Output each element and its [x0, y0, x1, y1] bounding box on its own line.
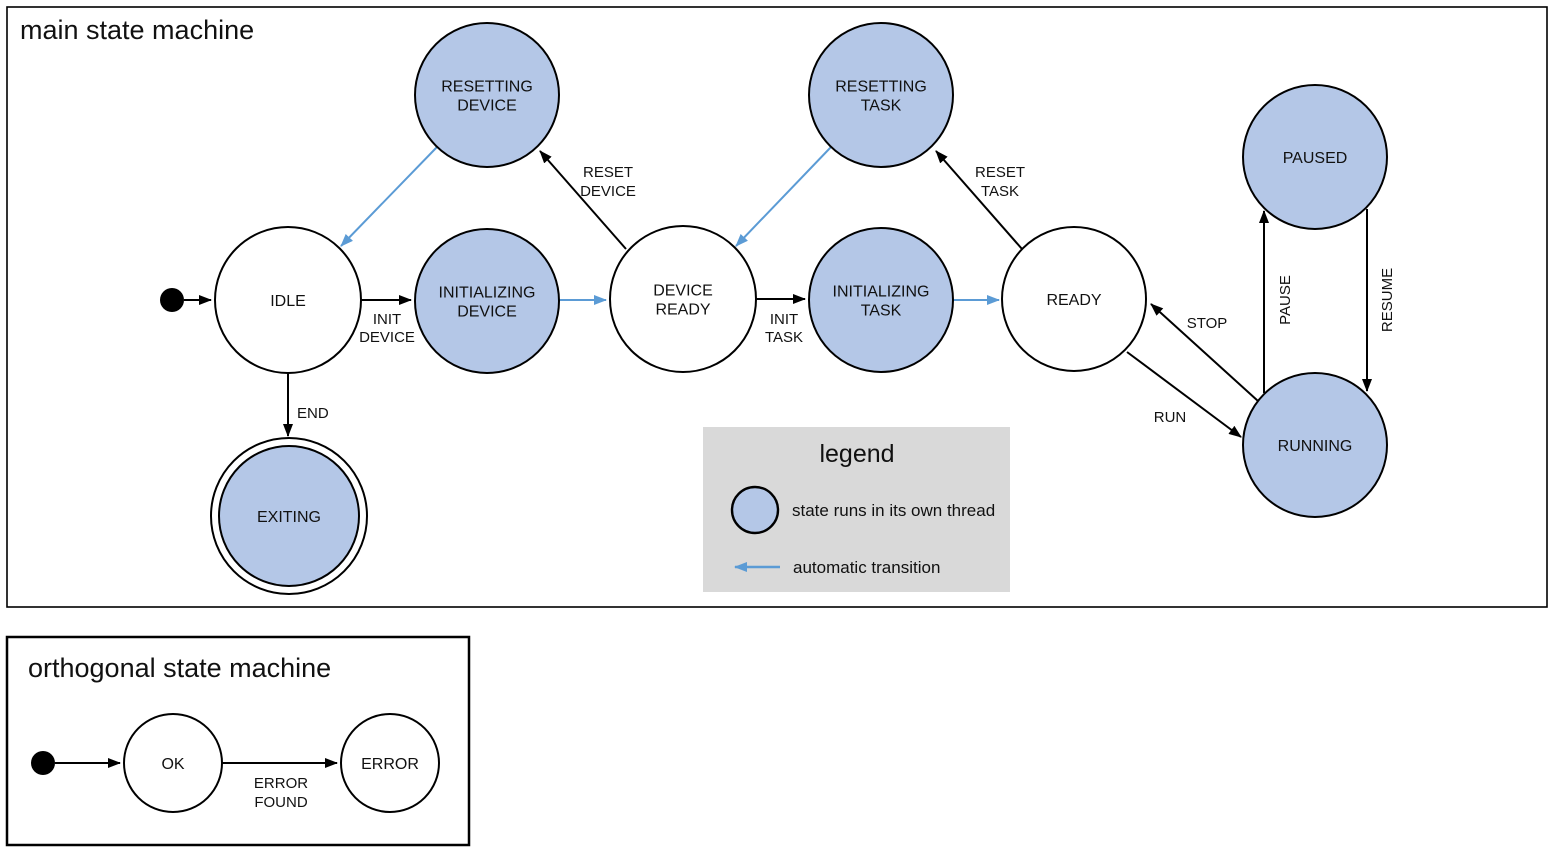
orthogonal-initial-state-dot	[31, 751, 55, 775]
state-initializing-task-circle	[808, 227, 954, 373]
main-machine-title: main state machine	[20, 15, 254, 45]
state-ready: READY	[1001, 226, 1147, 372]
transition-running-to-ready-arrow	[1150, 303, 1259, 402]
transition-label-running-to-ready: STOP	[1187, 315, 1228, 332]
legend-item-auto-transition: automatic transition	[734, 558, 940, 577]
state-paused-label: PAUSED	[1283, 150, 1348, 167]
legend-item-label-thread-state: state runs in its own thread	[792, 501, 995, 520]
state-ready-circle	[1001, 226, 1147, 372]
state-error-circle	[340, 713, 440, 813]
state-initializing-device-circle	[414, 228, 560, 374]
state-device-ready-circle	[609, 225, 757, 373]
state-running-circle	[1242, 372, 1388, 518]
transition-resetting-device-to-idle-auto-arrow	[340, 146, 438, 247]
legend: legend state runs in its own thread automa…	[703, 427, 1010, 592]
transition-label-ready-to-running: RUN	[1154, 409, 1187, 426]
state-error-label: ERROR	[361, 756, 419, 773]
transition-ready-to-resetting-task-arrow	[935, 150, 1023, 250]
state-idle: IDLE	[214, 226, 362, 374]
orthogonal-machine-title: orthogonal state machine	[28, 653, 331, 683]
legend-title: legend	[819, 440, 894, 468]
state-ok: OK	[123, 713, 223, 813]
transition-resetting-task-to-device-ready-auto-arrow	[735, 146, 832, 247]
transition-ready-to-running-arrow	[1126, 351, 1242, 438]
state-running: RUNNING	[1242, 372, 1388, 518]
state-running-label: RUNNING	[1278, 438, 1353, 455]
transition-label-running-to-paused: PAUSE	[1277, 275, 1294, 325]
transition-label-paused-to-running: RESUME	[1379, 268, 1396, 332]
legend-item-thread-state: state runs in its own thread	[730, 485, 995, 535]
state-ready-label: READY	[1046, 292, 1101, 309]
state-error: ERROR	[340, 713, 440, 813]
legend-item-label-auto-transition: automatic transition	[793, 558, 940, 577]
state-resetting-device-circle	[414, 22, 560, 168]
transition-device-ready-to-resetting-device-arrow	[539, 150, 627, 250]
state-idle-label: IDLE	[270, 293, 306, 310]
state-exiting-label: EXITING	[257, 509, 321, 526]
transition-label-idle-to-exiting: END	[297, 405, 329, 422]
state-ok-label: OK	[161, 756, 184, 773]
state-paused-circle	[1242, 84, 1388, 230]
state-exiting: EXITING	[210, 437, 368, 595]
state-exiting-circle	[218, 445, 360, 587]
state-idle-circle	[214, 226, 362, 374]
main-initial-state-dot	[160, 288, 184, 312]
thread-state-circle-icon	[730, 485, 780, 535]
state-resetting-task-circle	[808, 22, 954, 168]
state-paused: PAUSED	[1242, 84, 1388, 230]
state-ok-circle	[123, 713, 223, 813]
